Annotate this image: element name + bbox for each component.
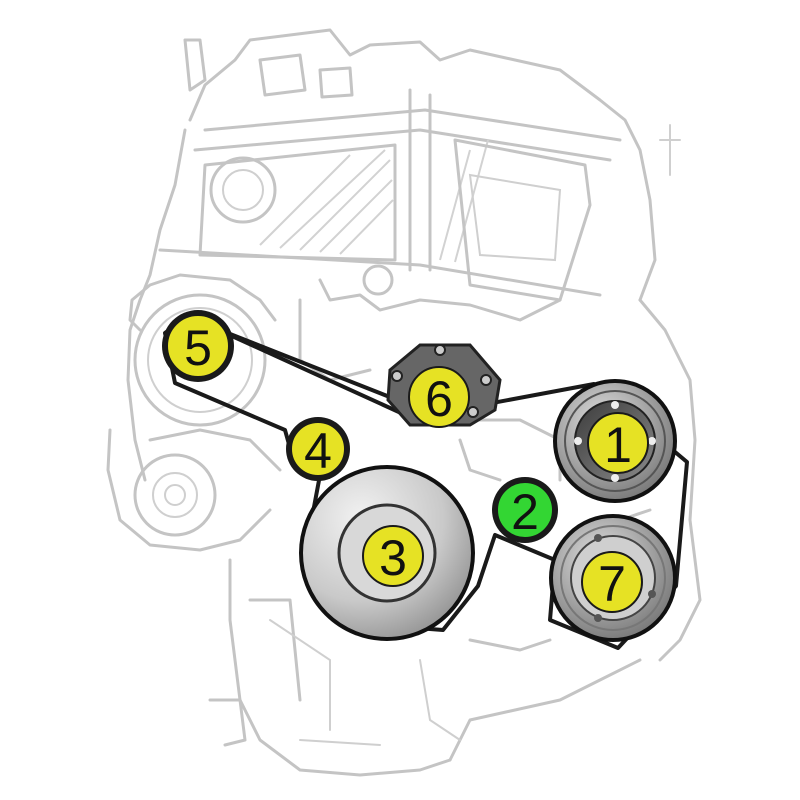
pulley-5-label: 5: [184, 320, 212, 376]
pulley-2-badge-circle: [496, 481, 554, 539]
pulley-4-badge: 4: [290, 421, 346, 479]
pulley-5-badge-circle: [166, 314, 230, 378]
pulley-6-badge-circle: [408, 366, 470, 428]
pulley-5-badge: 5: [166, 314, 230, 378]
pulley-1-label: 1: [604, 417, 632, 473]
pulley-4-label: 4: [304, 423, 332, 479]
pulley-7-badge-circle: [581, 551, 643, 613]
pulley-7-label: 7: [598, 556, 626, 612]
pulley-3-badge-circle: [362, 525, 424, 587]
pulley-7-badge: 7: [581, 551, 643, 613]
pulley-labels: 1 2 34 5 6 7: [166, 314, 649, 613]
pulley-1-badge-circle: [587, 412, 649, 474]
pulley-3-badge: 3: [362, 525, 424, 587]
pulley-4-badge-circle: [290, 421, 346, 477]
pulley-6-badge: 6: [408, 366, 470, 428]
engine-block-outline: [106, 28, 702, 777]
pulley-2-badge: 2: [496, 481, 554, 540]
pulley-2-label: 2: [511, 484, 539, 540]
serpentine-belt: [163, 314, 689, 650]
pulley-6-label: 6: [425, 371, 453, 427]
pulley-3-label: 3: [379, 530, 407, 586]
pulley-1-badge: 1: [587, 412, 649, 474]
